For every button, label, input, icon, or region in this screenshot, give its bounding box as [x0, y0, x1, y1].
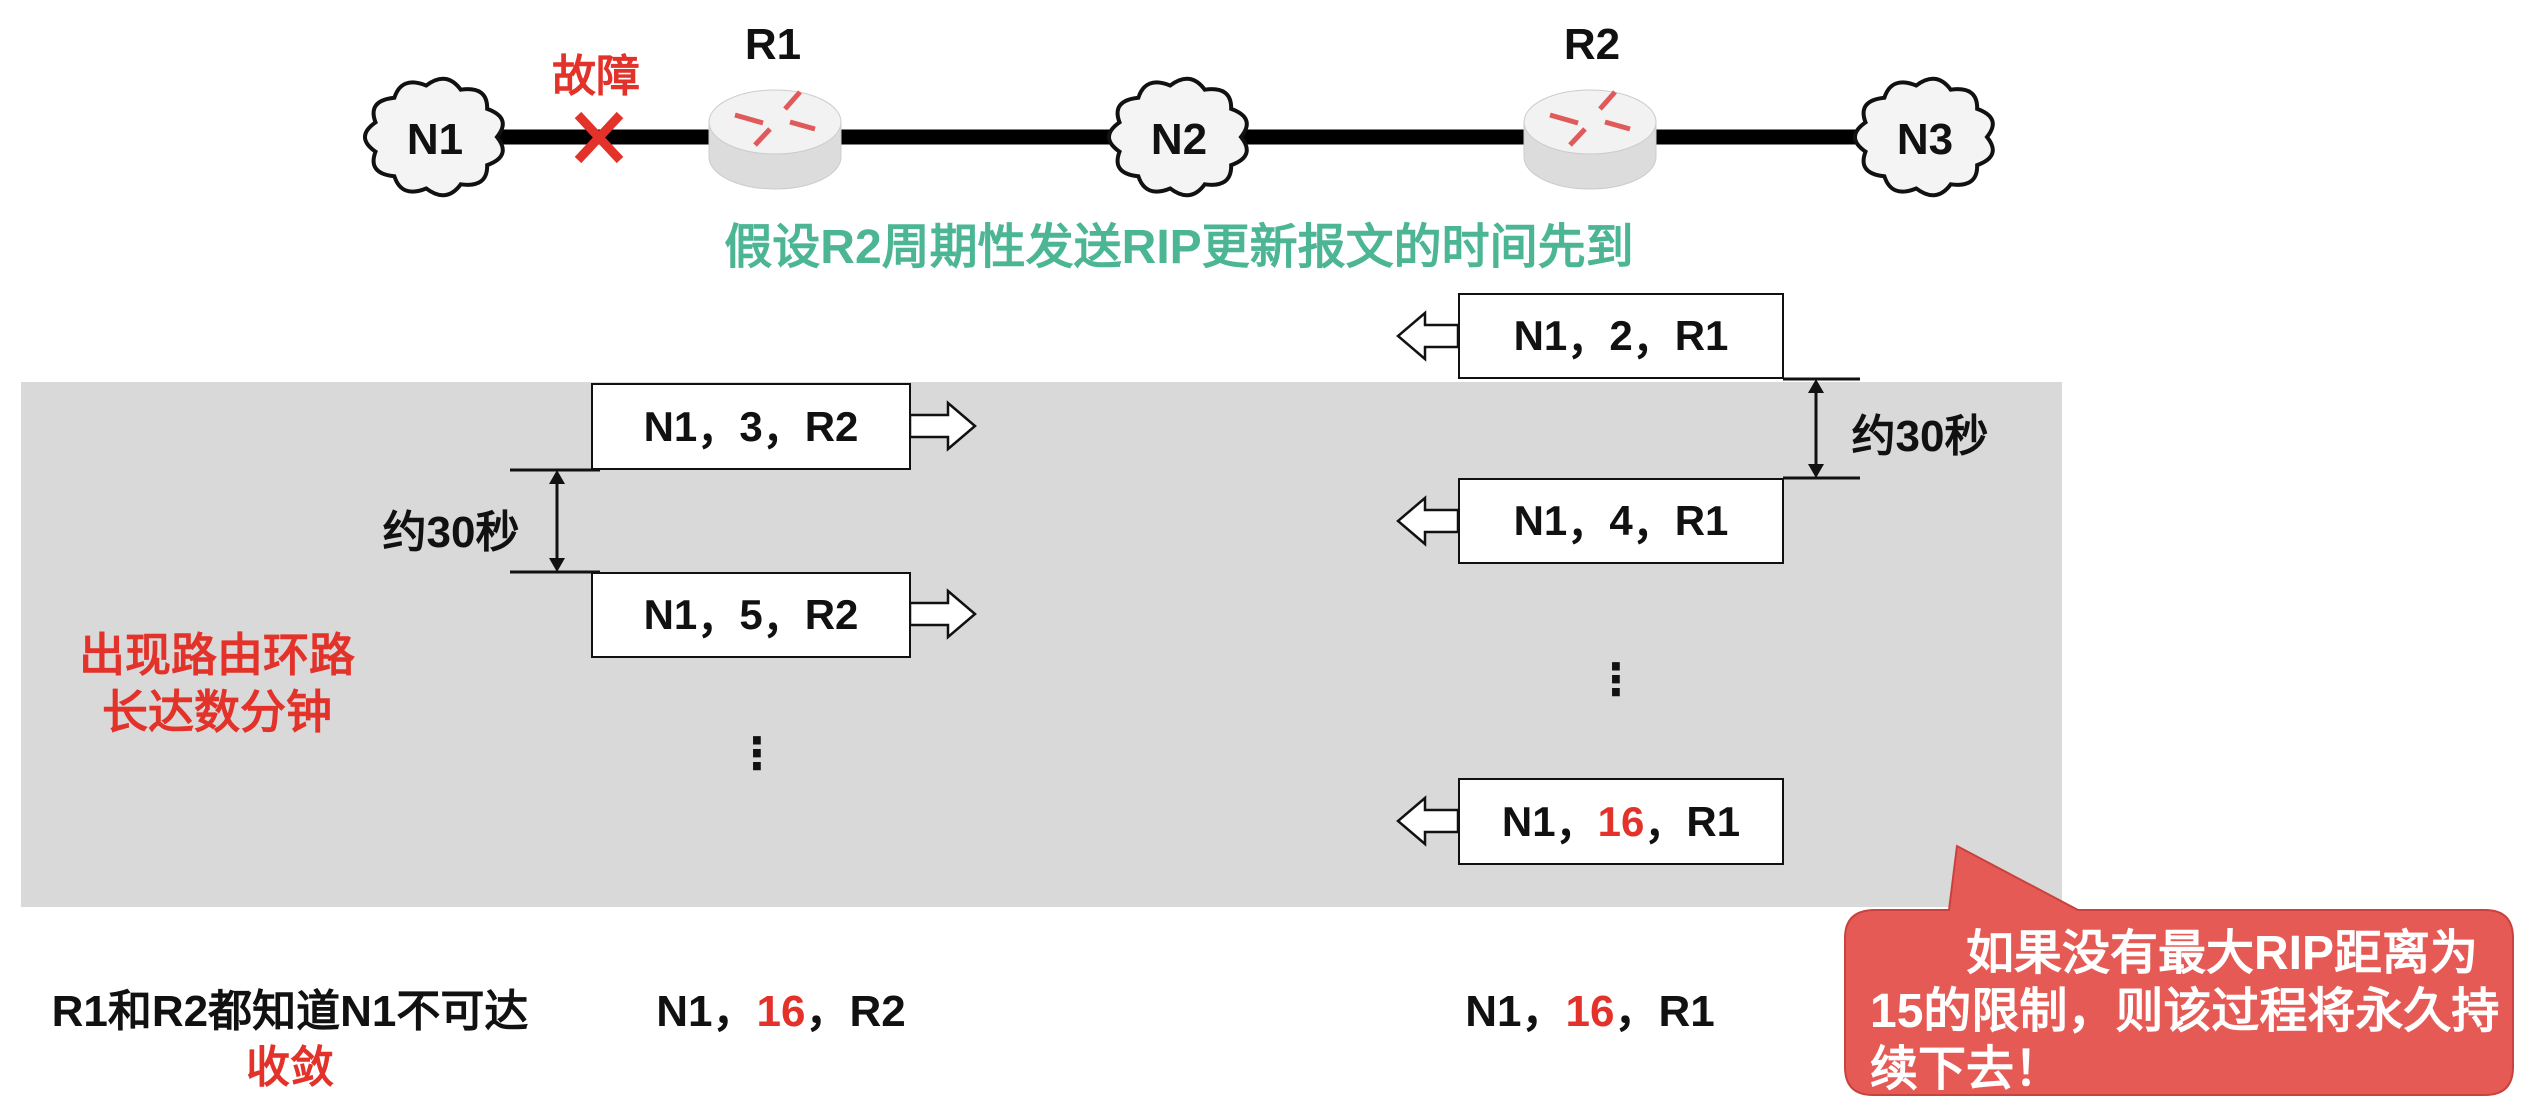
separator: ，: [805, 987, 850, 1036]
callout-text: 如果没有最大RIP距离为15的限制，则该过程将永久持续下去！: [1870, 927, 2500, 1096]
send-left-arrow-icon: [1396, 310, 1460, 362]
router-r2-icon: [1523, 89, 1657, 190]
loop-note-line2: 长达数分钟: [102, 686, 332, 738]
distance: 16: [756, 987, 806, 1036]
distance: 4: [1609, 497, 1633, 544]
dest-net: N1: [1513, 312, 1568, 359]
next-hop: R1: [1686, 797, 1741, 845]
interval-label-right: 约30秒: [1851, 412, 1989, 461]
interval-label-left: 约30秒: [382, 508, 520, 557]
send-left-arrow-icon: [1396, 495, 1460, 547]
next-hop: R1: [1674, 312, 1729, 359]
separator: ，: [1521, 987, 1566, 1036]
dest-net: N1: [643, 591, 698, 638]
separator: ，: [762, 406, 805, 453]
r2-final-entry: N1，16，R1: [1465, 975, 1714, 1039]
separator: ，: [1555, 801, 1598, 848]
r1-update-box: N1，3，R2: [591, 383, 911, 470]
distance: 3: [739, 402, 763, 450]
send-left-arrow-icon: [1396, 795, 1460, 847]
separator: ，: [712, 987, 757, 1036]
fault-label: 故障: [552, 52, 640, 101]
callout-bubble: [1844, 844, 2514, 1096]
network-n1-cloud-icon: [362, 76, 505, 198]
interval-bracket-right: [1783, 377, 1860, 480]
next-hop: R2: [804, 591, 859, 638]
separator: ，: [697, 406, 740, 453]
r2-update-box: N1，2，R1: [1458, 293, 1784, 379]
network-n3-label: N3: [1896, 115, 1954, 164]
distance: 16: [1565, 987, 1615, 1036]
topology-diagram: [362, 76, 1995, 198]
r2-update-box: N1，16，R1: [1458, 778, 1784, 865]
r1-final-entry: N1，16，R2: [656, 975, 905, 1039]
separator: ，: [1632, 500, 1675, 548]
caption: 假设R2周期性发送RIP更新报文的时间先到: [724, 221, 1634, 274]
dest-net: N1: [1513, 497, 1568, 544]
r2-update-box: N1，4，R1: [1458, 478, 1784, 564]
next-hop: R2: [849, 987, 906, 1036]
separator: ，: [1567, 315, 1610, 363]
separator: ，: [762, 594, 805, 642]
ellipsis-left: ⋮: [735, 729, 779, 779]
converge-line2: 收敛: [246, 1043, 334, 1092]
separator: ，: [1614, 987, 1659, 1036]
separator: ，: [697, 594, 740, 642]
fault-x-icon: [574, 111, 624, 164]
ellipsis-right: ⋮: [1594, 655, 1638, 705]
router-r1-icon: [708, 89, 842, 190]
network-n2-cloud-icon: [1106, 76, 1249, 198]
separator: ，: [1567, 500, 1610, 548]
converge-line1: R1和R2都知道N1不可达: [51, 987, 529, 1036]
router-r2-label: R2: [1563, 20, 1621, 69]
network-n2-label: N2: [1150, 115, 1208, 164]
router-r1-label: R1: [744, 20, 802, 69]
distance: 16: [1597, 797, 1645, 845]
send-right-arrow-icon: [908, 400, 977, 452]
separator: ，: [1644, 801, 1687, 848]
separator: ，: [1632, 315, 1675, 363]
next-hop: R1: [1658, 987, 1715, 1036]
next-hop: R1: [1674, 497, 1729, 544]
dest-net: N1: [1501, 797, 1556, 845]
loop-note-line1: 出现路由环路: [79, 629, 355, 681]
send-right-arrow-icon: [908, 588, 977, 640]
network-n3-cloud-icon: [1852, 76, 1995, 198]
network-n1-label: N1: [406, 115, 464, 164]
dest-net: N1: [643, 402, 698, 450]
dest-net: N1: [656, 987, 713, 1036]
distance: 2: [1609, 312, 1633, 359]
dest-net: N1: [1465, 987, 1522, 1036]
interval-bracket-left: [510, 468, 600, 574]
next-hop: R2: [804, 402, 859, 450]
distance: 5: [739, 591, 763, 638]
r1-update-box: N1，5，R2: [591, 572, 911, 658]
